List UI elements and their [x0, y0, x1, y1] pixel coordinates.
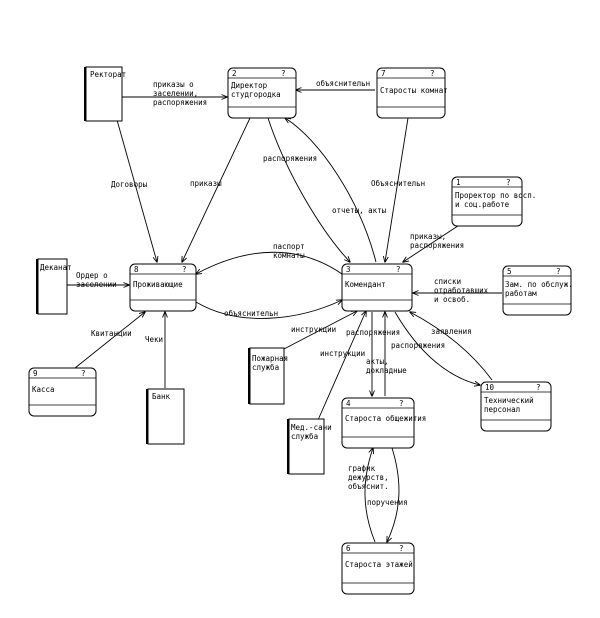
flow-director-to-commandant — [267, 117, 350, 262]
external-bank: Банк — [146, 388, 185, 445]
svg-text:?: ? — [399, 399, 404, 408]
external-rectorat: Ректорат — [84, 66, 126, 122]
flow-fire-to-commandant — [281, 311, 357, 351]
flow-rectorat-to-residents — [116, 119, 157, 262]
flow-dormhead-to-floorhead — [387, 447, 400, 542]
external-dekanat: Деканат — [36, 258, 72, 315]
process-3-commandant: 3 ? Комендант — [341, 263, 413, 312]
flow-label: акты,докладные — [366, 357, 407, 375]
svg-text:6: 6 — [346, 544, 351, 553]
flow-label: объяснительн — [316, 79, 370, 88]
svg-text:?: ? — [182, 265, 187, 274]
flow-label: распоряжения — [346, 328, 400, 337]
process-7-room-heads: 7 ? Старосты комнат — [376, 67, 448, 119]
process-4-dorm-head: 4 ? Староста общежития — [341, 397, 426, 449]
flow-commandant-to-staff — [394, 311, 480, 385]
process-label: Староста общежития — [345, 414, 426, 423]
flow-label: распоряжения — [263, 154, 317, 163]
svg-text:?: ? — [430, 69, 435, 78]
svg-text:?: ? — [506, 178, 511, 187]
flow-label: приказы — [190, 179, 222, 188]
svg-text:?: ? — [536, 383, 541, 392]
flow-director-to-residents — [182, 117, 251, 262]
flow-label: приказы,распоряжения — [410, 232, 464, 250]
svg-text:4: 4 — [346, 399, 351, 408]
svg-text:8: 8 — [134, 265, 139, 274]
flow-label: Объяснительн — [371, 179, 425, 188]
flow-floorhead-to-dormhead — [364, 448, 376, 543]
process-1-prorector: 1 ? Проректор по восп.и соц.работе — [451, 176, 536, 227]
svg-text:5: 5 — [507, 267, 512, 276]
flow-label: Договоры — [111, 180, 148, 189]
flow-commandant-to-director — [285, 118, 377, 263]
flow-label: Чеки — [145, 335, 163, 344]
flow-label: инструкции — [291, 325, 336, 334]
process-label: Проживающие — [133, 280, 183, 289]
flow-roomheads-to-commandant — [385, 117, 409, 262]
flows — [66, 90, 502, 542]
flow-label: инструкции — [320, 349, 365, 358]
process-5-deputy: 5 ? Зам. по обслуж.работам — [502, 265, 573, 316]
svg-text:7: 7 — [381, 69, 386, 78]
svg-text:3: 3 — [346, 265, 351, 274]
process-8-residents: 8 ? Проживающие — [129, 263, 197, 312]
process-label: Касса — [32, 385, 55, 394]
process-label: Зам. по обслуж.работам — [505, 280, 573, 298]
process-label: Старосты комнат — [380, 86, 448, 95]
flow-commandant-to-residents — [196, 251, 343, 274]
flow-label: заявления — [431, 327, 472, 336]
external-label: Банк — [152, 392, 171, 401]
process-label: Комендант — [345, 280, 386, 289]
svg-text:1: 1 — [456, 178, 461, 187]
flow-med-to-commandant — [317, 311, 366, 421]
flow-label: отчеты, акты — [332, 206, 387, 215]
external-label: Ректорат — [90, 70, 126, 79]
svg-text:?: ? — [399, 544, 404, 553]
flow-label: поручения — [367, 498, 408, 507]
process-6-floor-heads: 6 ? Староста этажей — [341, 542, 415, 595]
process-label: Староста этажей — [345, 560, 413, 569]
svg-text:10: 10 — [485, 383, 495, 392]
process-label: Проректор по восп.и соц.работе — [455, 191, 536, 209]
process-9-cashdesk: 9 ? Касса — [28, 367, 97, 417]
external-label: Деканат — [40, 263, 72, 272]
flow-label: Квитанции — [91, 329, 132, 338]
svg-text:2: 2 — [232, 69, 237, 78]
svg-text:?: ? — [281, 69, 286, 78]
flow-label: объяснительн — [224, 309, 278, 318]
flow-cashdesk-to-residents — [74, 312, 145, 369]
svg-text:?: ? — [396, 265, 401, 274]
flow-residents-to-commandant — [195, 300, 342, 319]
svg-text:9: 9 — [33, 369, 38, 378]
svg-text:?: ? — [81, 369, 86, 378]
flow-staff-to-commandant — [410, 312, 493, 381]
svg-text:?: ? — [556, 267, 561, 276]
flow-label: распоряжения — [391, 341, 445, 350]
